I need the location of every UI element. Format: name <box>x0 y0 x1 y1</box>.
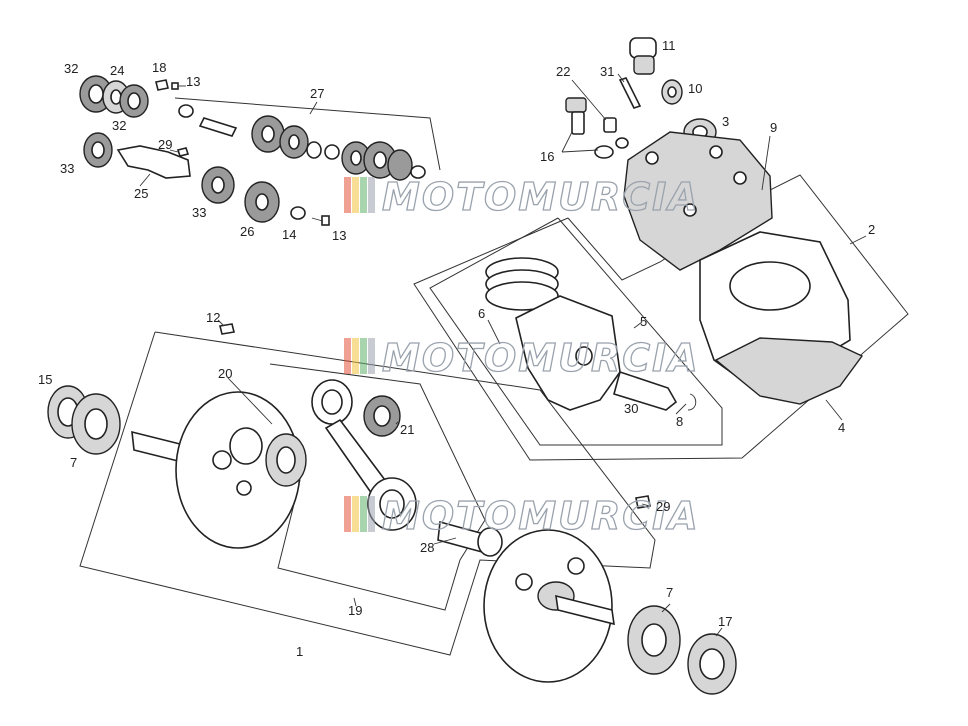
callout-27: 27 <box>310 86 324 101</box>
bearing-33-center-icon <box>201 166 235 204</box>
callout-19: 19 <box>348 603 362 618</box>
conrod-19-icon <box>311 379 417 531</box>
callout-33-center: 33 <box>192 205 206 220</box>
piston-parts <box>485 257 697 411</box>
frame-gearset-27 <box>174 97 441 171</box>
callout-16: 16 <box>540 149 554 164</box>
gear-cluster-27-icon <box>251 115 426 181</box>
crank-parts <box>47 323 737 695</box>
callout-6: 6 <box>478 306 485 321</box>
callout-10: 10 <box>688 81 702 96</box>
needle-bearing-21-icon <box>363 395 401 437</box>
seal-7-left-icon <box>71 393 121 455</box>
callout-13-lower: 13 <box>332 228 346 243</box>
callout-4: 4 <box>838 420 845 435</box>
frame-piston-5 <box>429 217 723 446</box>
bearing-17-icon <box>687 633 737 695</box>
callout-18: 18 <box>152 60 166 75</box>
crank-half-left-icon <box>131 391 307 549</box>
crank-pin-28-icon <box>437 520 503 557</box>
callout-11: 11 <box>662 38 676 53</box>
callout-9: 9 <box>770 120 777 135</box>
callout-28: 28 <box>420 540 434 555</box>
gear-26-icon <box>244 181 280 223</box>
watermark-text-bottom: MOTOMURCIA <box>382 494 700 538</box>
head-bolt-holes-icon <box>645 145 747 217</box>
piston-rings-6-icon <box>485 257 559 311</box>
leader-lines <box>139 73 867 637</box>
callout-21: 21 <box>400 422 414 437</box>
callout-14: 14 <box>282 227 296 242</box>
frame-conrod-19 <box>269 363 486 611</box>
watermark-middle: MOTOMURCIA <box>344 335 700 381</box>
callout-32-lower: 32 <box>112 118 126 133</box>
gear-32-icon <box>119 84 149 118</box>
watermark-text-middle: MOTOMURCIA <box>382 336 700 380</box>
cylinder-bore-icon <box>729 261 811 311</box>
watermark-text-top: MOTOMURCIA <box>382 175 700 219</box>
fitting-10-icon <box>661 79 683 105</box>
ring-small-icon <box>615 137 629 149</box>
cylinder-parts <box>565 37 864 405</box>
crank-half-right-icon <box>483 529 615 683</box>
piston-pin-30-icon <box>613 370 678 411</box>
callout-29: 29 <box>656 499 670 514</box>
callout-30: 30 <box>624 401 638 416</box>
key-12-icon <box>219 323 235 335</box>
sensor-22-icon <box>565 97 587 135</box>
piston-pin-hole-icon <box>575 346 593 366</box>
balancer-shaft-25-icon <box>116 145 191 179</box>
key-29-small-icon <box>176 147 190 157</box>
gasket-4-icon <box>714 337 864 405</box>
callout-32-upper: 32 <box>64 61 78 76</box>
callout-5: 5 <box>640 314 647 329</box>
callout-33-left: 33 <box>60 161 74 176</box>
screw-13-upper-icon <box>171 82 186 90</box>
callout-labels: 32 24 18 13 27 32 29 33 25 33 26 14 13 2… <box>38 38 875 659</box>
seal-7-right-icon <box>627 605 681 675</box>
callout-7-left: 7 <box>70 455 77 470</box>
piston-icon <box>515 295 621 411</box>
callout-1: 1 <box>296 644 303 659</box>
nut-upper-icon <box>603 117 617 133</box>
washer-14-icon <box>290 206 306 220</box>
callout-22: 22 <box>556 64 570 79</box>
callout-15: 15 <box>38 372 52 387</box>
circlip-8-icon <box>687 393 697 411</box>
callout-7-right: 7 <box>666 585 673 600</box>
screw-13-lower-icon <box>311 215 330 226</box>
watermark-top: MOTOMURCIA <box>344 174 700 220</box>
watermark-bottom: MOTOMURCIA <box>344 493 700 539</box>
frame-cylinder-2 <box>413 174 909 461</box>
washer-upper-icon <box>178 104 194 118</box>
key-18-icon <box>155 79 169 91</box>
callout-29-small: 29 <box>158 137 172 152</box>
callout-12: 12 <box>206 310 220 325</box>
gearset-parts <box>79 75 426 226</box>
callout-26: 26 <box>240 224 254 239</box>
callout-31: 31 <box>600 64 614 79</box>
cap-11-icon <box>629 37 657 75</box>
callout-13-upper: 13 <box>186 74 200 89</box>
cylinder-head-9-icon <box>623 131 773 271</box>
callout-2: 2 <box>868 222 875 237</box>
bearing-33-left-icon <box>83 132 113 168</box>
ring-16-icon <box>594 145 614 159</box>
callout-3: 3 <box>722 114 729 129</box>
callout-24: 24 <box>110 63 124 78</box>
pin-31-icon <box>618 77 642 109</box>
callout-20: 20 <box>218 366 232 381</box>
callout-25: 25 <box>134 186 148 201</box>
callout-8: 8 <box>676 414 683 429</box>
shaft-pin-icon <box>198 117 238 137</box>
callout-17: 17 <box>718 614 732 629</box>
